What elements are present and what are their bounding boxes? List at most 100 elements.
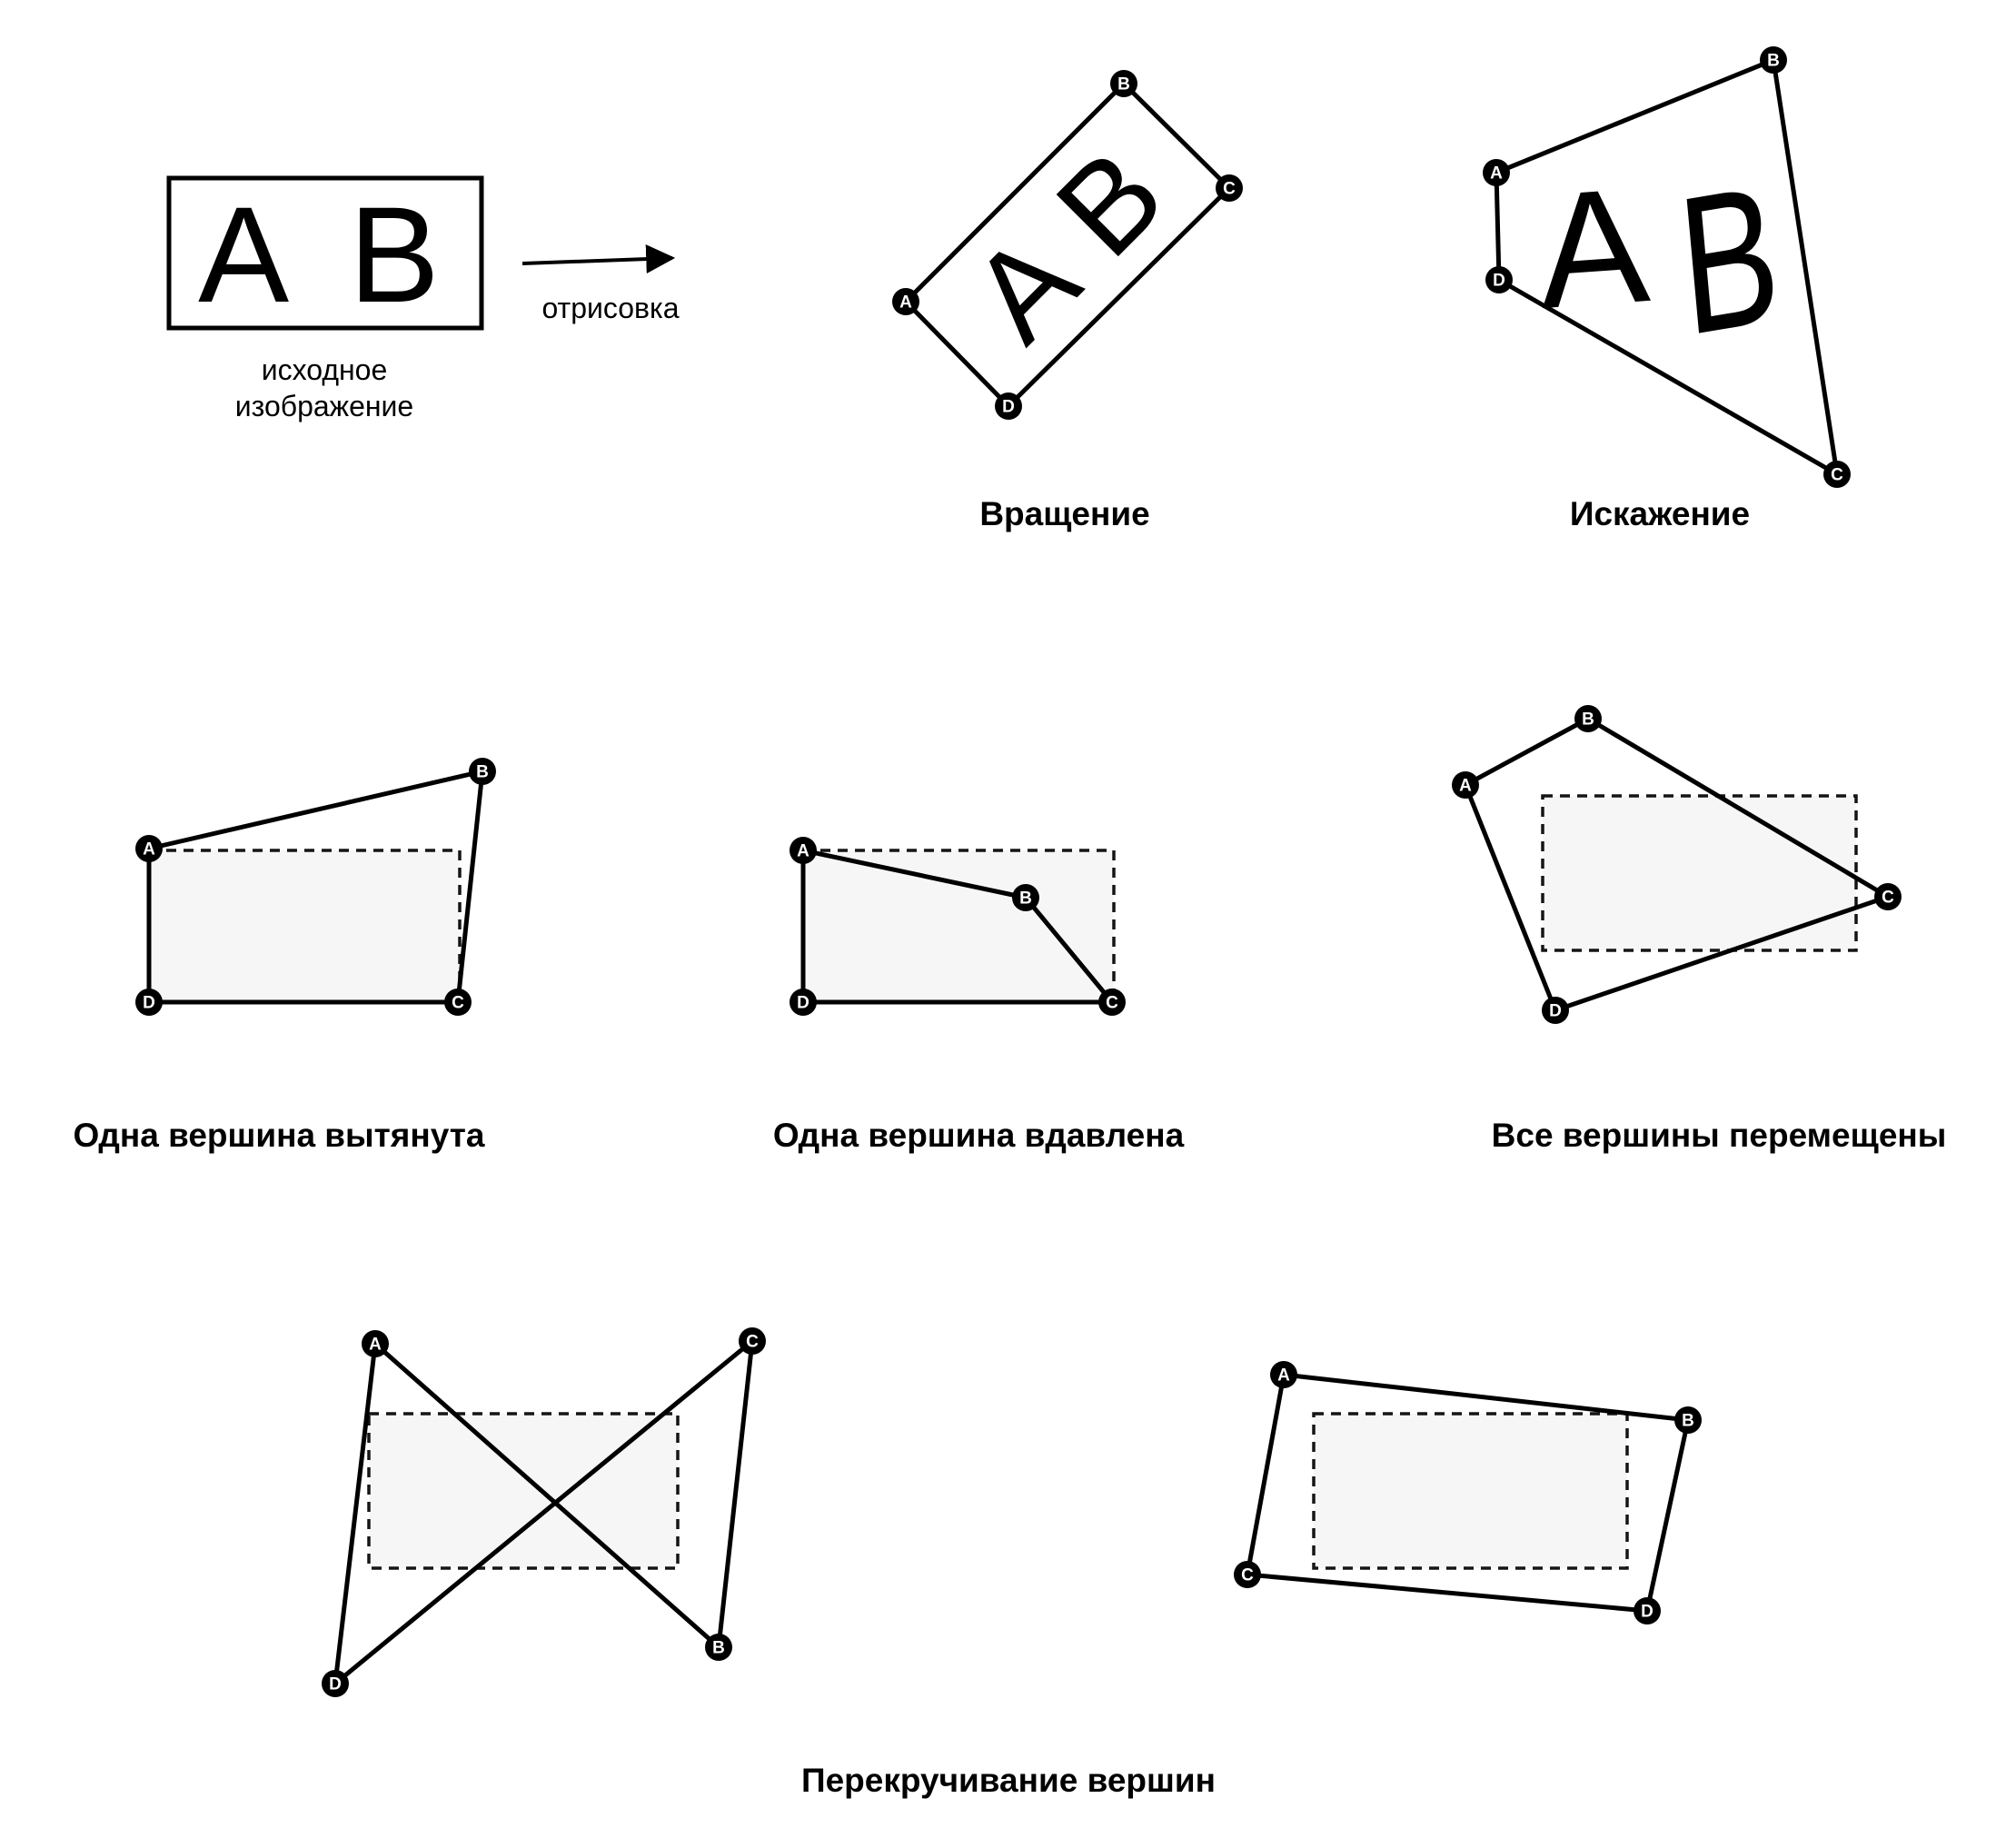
vertex-b-dot: [1674, 1406, 1702, 1434]
twisted-crossed-ghost-rect: [367, 1412, 680, 1570]
vertex-d: D: [995, 392, 1022, 420]
vertex-a-label: A: [369, 1336, 382, 1355]
vertex-a-label: A: [899, 293, 912, 313]
vertex-c-label: C: [1223, 180, 1236, 199]
figure-moved: A B C D Все вершины перемещены: [1452, 705, 1946, 1154]
vertex-d-label: D: [797, 994, 809, 1013]
vertex-b: B: [1012, 884, 1039, 911]
vertex-b-dot: [1760, 46, 1787, 74]
vertex-d-label: D: [1493, 272, 1505, 291]
arrow-line: [521, 244, 676, 274]
vertex-a-label: A: [1490, 164, 1503, 184]
vertex-c: C: [1216, 174, 1243, 202]
vertex-a-dot: [135, 835, 163, 862]
vertex-b-label: B: [1682, 1412, 1694, 1431]
vertex-b-label: B: [1019, 889, 1032, 909]
vertex-b: B: [1110, 70, 1137, 97]
vertex-b-label: B: [476, 763, 489, 782]
vertex-b-dot: [1574, 705, 1602, 732]
vertex-c: C: [1234, 1561, 1261, 1588]
vertex-d: D: [135, 989, 163, 1016]
vertex-c-label: C: [452, 994, 464, 1013]
vertex-d-dot: [135, 989, 163, 1016]
vertex-d-dot: [1542, 997, 1569, 1024]
vertex-c-label: C: [746, 1333, 759, 1352]
vertex-c-dot: [739, 1327, 766, 1355]
vertex-d-label: D: [1641, 1603, 1654, 1622]
pressed-ghost-rect: [801, 849, 1116, 1004]
vertex-d-label: D: [143, 994, 155, 1013]
vertex-c-label: C: [1106, 994, 1118, 1013]
vertex-a: A: [892, 288, 919, 315]
vertex-c-dot: [1234, 1561, 1261, 1588]
vertex-c-label: C: [1831, 466, 1843, 485]
vertex-a-label: A: [1459, 777, 1472, 796]
rotation-caption: Вращение: [979, 495, 1149, 532]
figure-twisted-reordered: A B C D: [1234, 1361, 1702, 1624]
pressed-caption: Одна вершина вдавлена: [773, 1117, 1185, 1154]
vertex-b-dot: [469, 758, 496, 785]
vertex-a: A: [1452, 771, 1479, 799]
moved-ghost-rect: [1541, 794, 1858, 952]
vertex-a-dot: [1483, 159, 1510, 186]
distortion-caption: Искажение: [1570, 495, 1750, 532]
stretched-caption: Одна вершина вытянута: [74, 1117, 485, 1154]
vertex-d: D: [322, 1670, 349, 1697]
vertex-b-dot: [1012, 884, 1039, 911]
vertex-c-label: C: [1241, 1566, 1254, 1585]
figure-rotation: А В A B C D Вращение: [892, 70, 1243, 532]
vertex-a-label: A: [797, 842, 809, 861]
stretched-ghost-rect: [147, 849, 462, 1004]
vertex-d-label: D: [329, 1675, 342, 1694]
vertex-b: B: [1674, 1406, 1702, 1434]
vertex-c-dot: [444, 989, 472, 1016]
vertex-b-label: B: [712, 1639, 725, 1658]
vertex-c-label: C: [1882, 889, 1894, 908]
twisted-caption: Перекручивание вершин: [801, 1762, 1216, 1799]
vertex-c: C: [1823, 461, 1851, 488]
vertex-b-dot: [705, 1634, 732, 1661]
vertex-d-dot: [322, 1670, 349, 1697]
vertex-b: B: [469, 758, 496, 785]
vertex-d: D: [1542, 997, 1569, 1024]
vertex-c: C: [1098, 989, 1126, 1016]
vertex-a-dot: [1452, 771, 1479, 799]
source-text: А В: [198, 178, 451, 331]
vertex-c-dot: [1823, 461, 1851, 488]
vertex-c: C: [739, 1327, 766, 1355]
figure-pressed: A B C D Одна вершина вдавлена: [773, 837, 1185, 1154]
figure-distortion: А B A B C D Искажение: [1483, 46, 1851, 532]
vertex-a-label: A: [143, 840, 155, 859]
vertex-a: A: [362, 1330, 389, 1357]
arrow-label: отрисовка: [541, 292, 679, 324]
vertex-b-label: B: [1767, 52, 1780, 71]
rotation-inner-text: А В: [944, 122, 1190, 368]
source-caption-line2: изображение: [235, 390, 413, 422]
vertex-c: C: [1874, 883, 1902, 910]
vertex-a-dot: [362, 1330, 389, 1357]
vertex-a-label: A: [1277, 1366, 1290, 1386]
distortion-inner-text-b: B: [1671, 144, 1787, 377]
vertex-b-label: B: [1117, 75, 1130, 94]
vertex-d-dot: [790, 989, 817, 1016]
source-figure: А В исходное изображение: [166, 175, 484, 422]
vertex-b-dot: [1110, 70, 1137, 97]
render-arrow: отрисовка: [521, 244, 680, 324]
vertex-b: B: [1574, 705, 1602, 732]
vertex-d-dot: [1634, 1597, 1661, 1624]
vertex-d-label: D: [1002, 398, 1015, 417]
vertex-c-dot: [1874, 883, 1902, 910]
vertex-d-dot: [995, 392, 1022, 420]
vertex-a: A: [135, 835, 163, 862]
vertex-a: A: [1270, 1361, 1297, 1388]
vertex-a-dot: [790, 837, 817, 864]
vertex-b: B: [1760, 46, 1787, 74]
distortion-inner-text-a: А: [1532, 154, 1654, 343]
vertex-a: A: [790, 837, 817, 864]
vertex-a-dot: [892, 288, 919, 315]
vertex-d: D: [1634, 1597, 1661, 1624]
vertex-b: B: [705, 1634, 732, 1661]
vertex-d: D: [790, 989, 817, 1016]
